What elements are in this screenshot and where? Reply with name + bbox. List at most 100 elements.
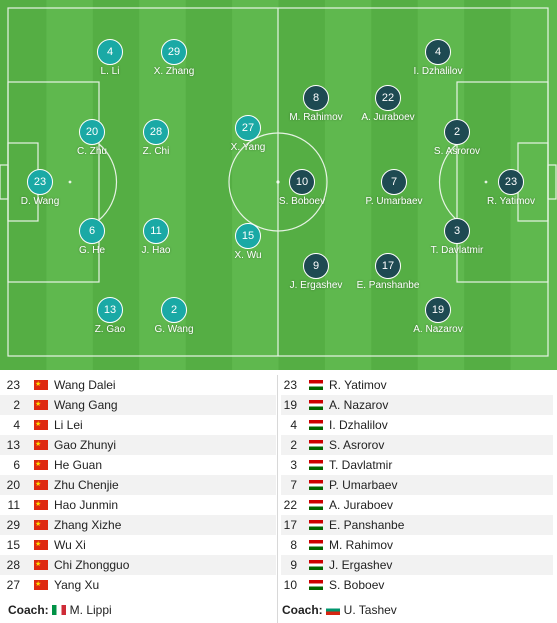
player-number-disc: 23 xyxy=(27,169,53,195)
player-name: T. Davlatmir xyxy=(329,458,393,472)
flag-star-icon: ★ xyxy=(35,401,42,408)
tajikistan-flag-icon xyxy=(309,380,323,390)
player-name: R. Yatimov xyxy=(329,378,387,392)
tajikistan-flag-icon xyxy=(309,520,323,530)
player-number-disc: 2 xyxy=(444,119,470,145)
player-name: E. Panshanbe xyxy=(329,518,405,532)
flag-star-icon: ★ xyxy=(35,481,42,488)
player-name: Wu Xi xyxy=(54,538,86,552)
lineup-row[interactable]: 23 R. Yatimov xyxy=(281,375,553,395)
shirt-number: 29 xyxy=(6,518,20,532)
shirt-number: 10 xyxy=(283,578,297,592)
china-flag-icon: ★ xyxy=(34,540,48,550)
player-number-disc: 3 xyxy=(444,218,470,244)
player-name-label: X. Zhang xyxy=(153,66,195,77)
player-name: A. Juraboev xyxy=(329,498,394,512)
player-name-label: Z. Gao xyxy=(94,324,126,335)
lineup-row[interactable]: 9 J. Ergashev xyxy=(281,555,553,575)
player-name-label: J. Hao xyxy=(141,245,171,256)
player-name: He Guan xyxy=(54,458,103,472)
shirt-number: 7 xyxy=(290,478,297,492)
tajikistan-flag-icon xyxy=(309,500,323,510)
lineup-row[interactable]: 13★Gao Zhunyi xyxy=(0,435,276,455)
player-name: J. Ergashev xyxy=(329,558,393,572)
player-number-disc: 10 xyxy=(289,169,315,195)
home-coach-name[interactable]: M. Lippi xyxy=(69,603,112,617)
player-name: A. Nazarov xyxy=(329,398,389,412)
lineup-row[interactable]: 23★Wang Dalei xyxy=(0,375,276,395)
lineup-row[interactable]: 29★Zhang Xizhe xyxy=(0,515,276,535)
lineup-row[interactable]: 27★Yang Xu xyxy=(0,575,276,595)
player-name: Wang Gang xyxy=(54,398,118,412)
shirt-number: 9 xyxy=(290,558,297,572)
lineup-row[interactable]: 2 ★ Wang Gang xyxy=(0,395,276,415)
shirt-number: 11 xyxy=(7,498,20,512)
player-number-disc: 22 xyxy=(375,85,401,111)
player-name-label: J. Ergashev xyxy=(289,280,343,291)
away-coach-name[interactable]: U. Tashev xyxy=(343,603,397,617)
china-flag-icon: ★ xyxy=(34,480,48,490)
china-flag-icon: ★ xyxy=(34,380,48,390)
tajikistan-flag-icon xyxy=(309,460,323,470)
player-number-disc: 6 xyxy=(79,218,105,244)
flag-star-icon: ★ xyxy=(35,541,42,548)
lineup-row[interactable]: 20★Zhu Chenjie xyxy=(0,475,276,495)
lineup-row[interactable]: 28★Chi Zhongguo xyxy=(0,555,276,575)
flag-star-icon: ★ xyxy=(35,561,42,568)
tajikistan-flag-icon xyxy=(309,420,323,430)
player-number-disc: 20 xyxy=(79,119,105,145)
shirt-number: 8 xyxy=(290,538,297,552)
player-number-disc: 23 xyxy=(498,169,524,195)
lineup-row[interactable]: 8 M. Rahimov xyxy=(281,535,553,555)
player-name: Zhang Xizhe xyxy=(54,518,122,532)
lineup-row[interactable]: 15★Wu Xi xyxy=(0,535,276,555)
shirt-number: 23 xyxy=(283,378,297,392)
flag-star-icon: ★ xyxy=(35,581,42,588)
shirt-number: 2 xyxy=(13,398,20,412)
player-name-label: G. Wang xyxy=(154,324,194,335)
player-name: Wang Dalei xyxy=(54,378,116,392)
lineup-row[interactable]: 4★Li Lei xyxy=(0,415,276,435)
player-name: Li Lei xyxy=(54,418,83,432)
player-name: M. Rahimov xyxy=(329,538,394,552)
lineup-row[interactable]: 6★He Guan xyxy=(0,455,276,475)
lineup-row[interactable]: 11★Hao Junmin xyxy=(0,495,276,515)
player-name-label: Z. Chi xyxy=(142,146,170,157)
shirt-number: 3 xyxy=(290,458,297,472)
lineup-row[interactable]: 3 T. Davlatmir xyxy=(281,455,553,475)
china-flag-icon: ★ xyxy=(34,560,48,570)
bulgaria-flag-icon xyxy=(325,605,340,615)
player-number-disc: 8 xyxy=(303,85,329,111)
